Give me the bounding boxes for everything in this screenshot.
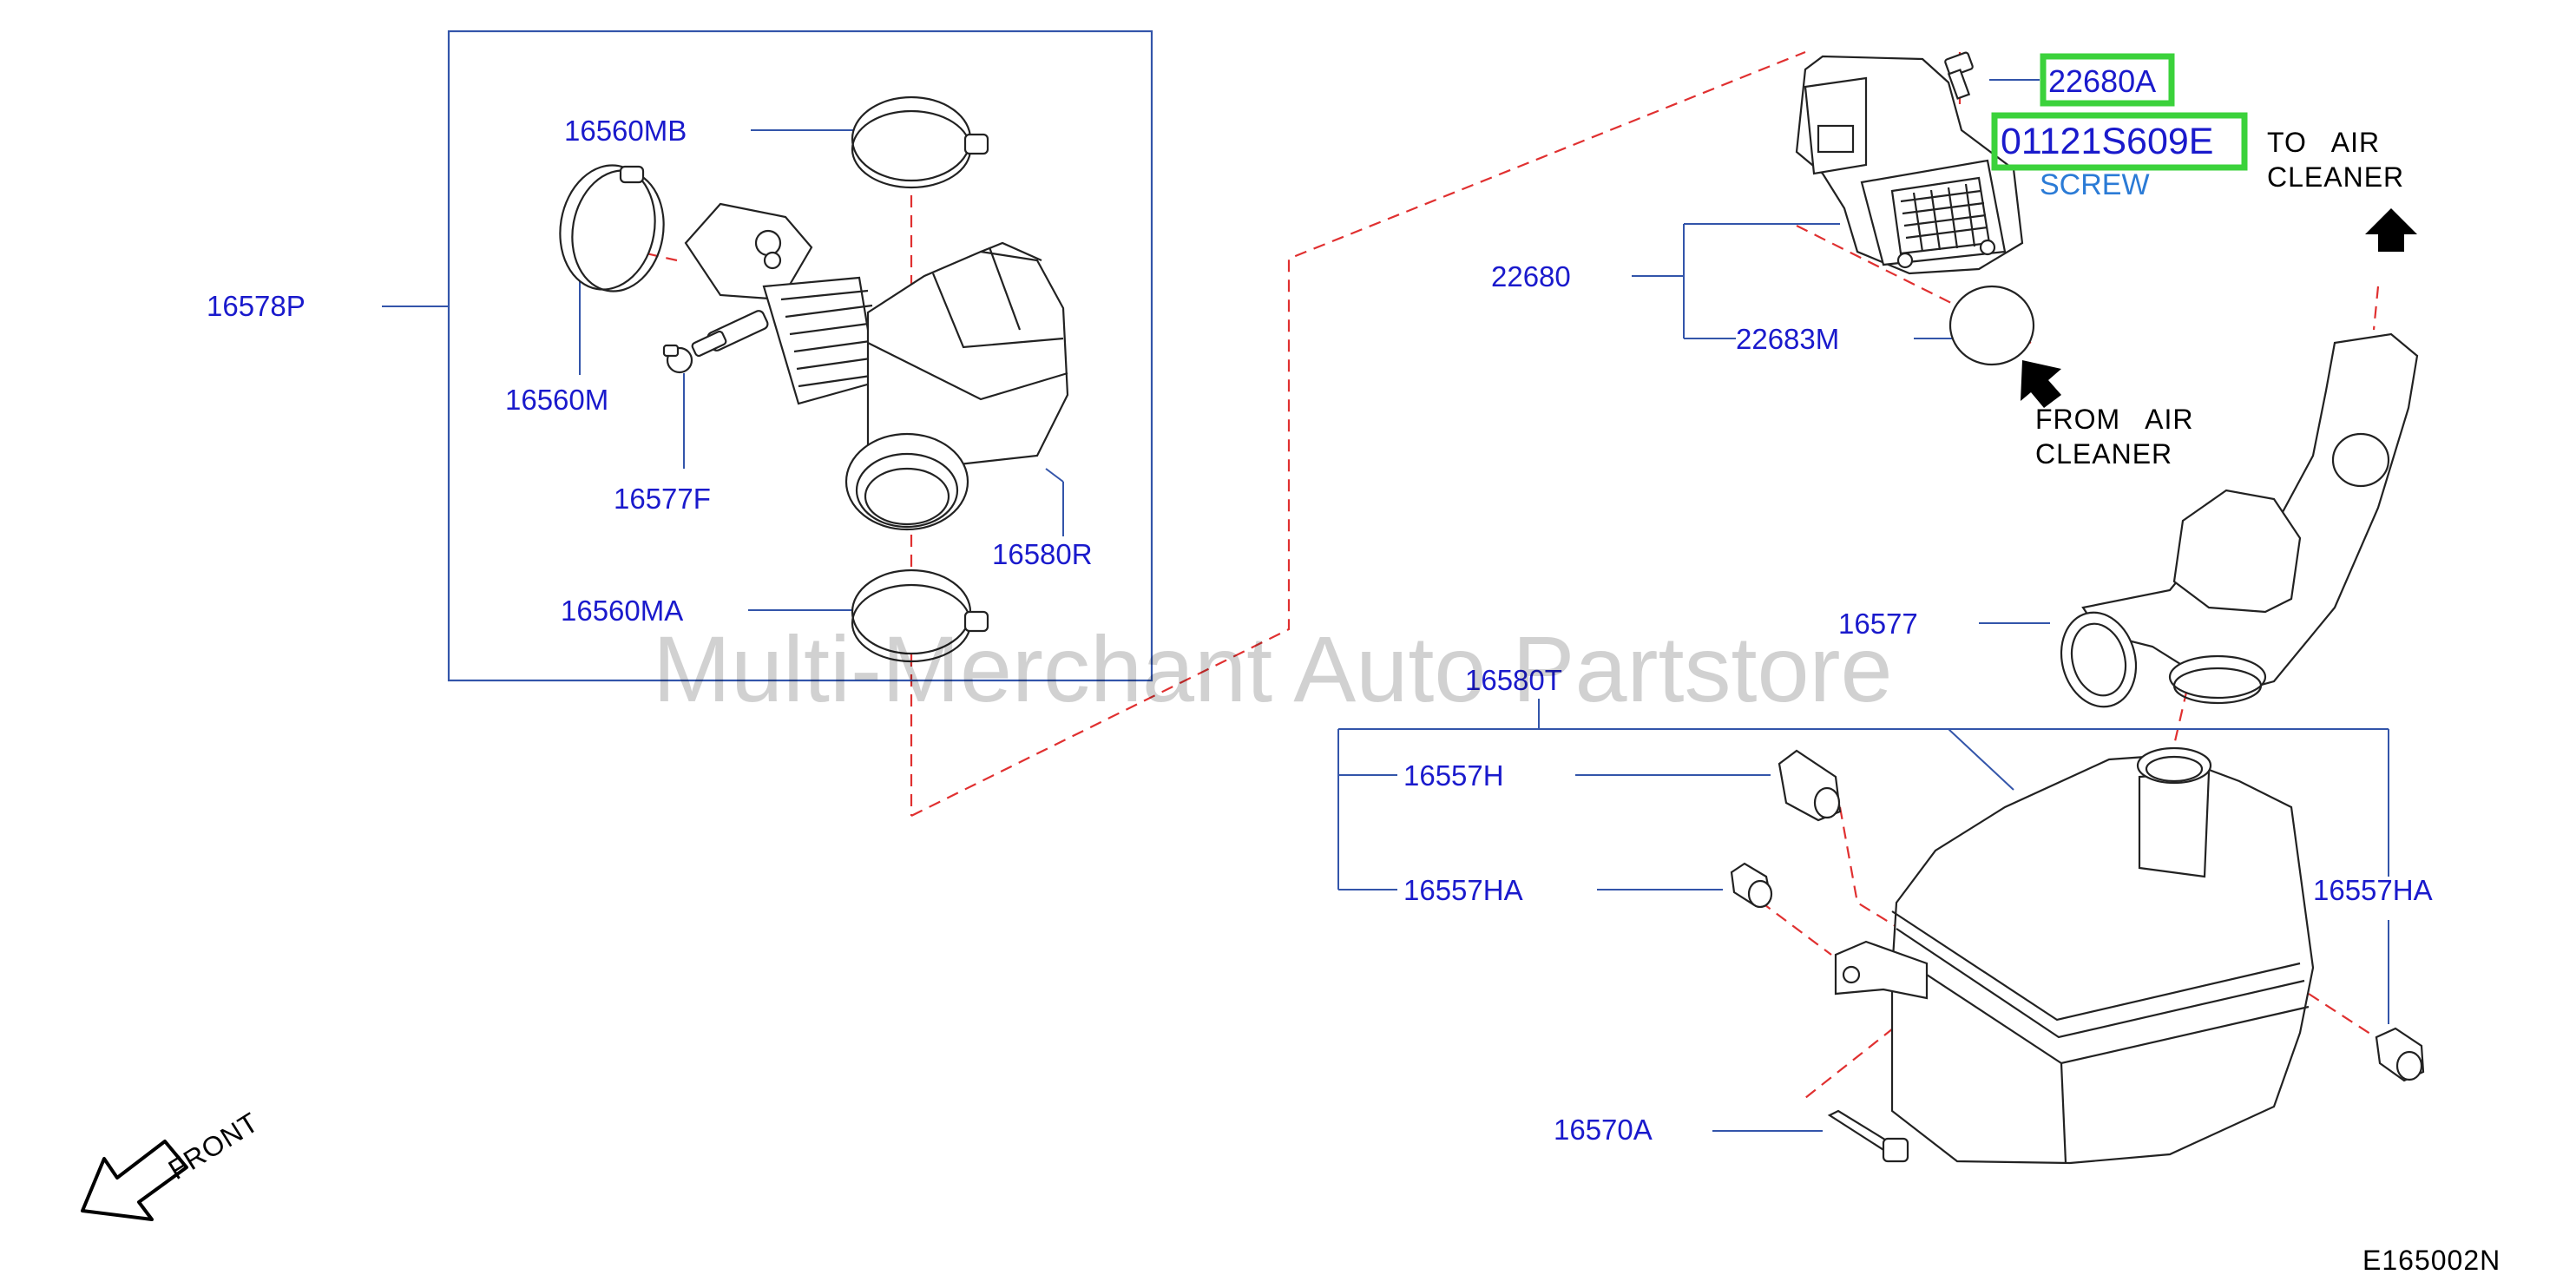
part-label-16570a[interactable]: 16570A [1554, 1114, 1653, 1146]
leader-lines [382, 79, 2389, 1132]
bolt-16570a-drawing [1827, 1109, 1909, 1163]
figure-code: E165002N [2362, 1245, 2500, 1276]
part-label-16557ha-right[interactable]: 16557HA [2313, 874, 2433, 906]
note-to-air-cleaner-line1: TO AIR [2267, 127, 2380, 158]
note-from-air-cleaner-line2: CLEANER [2035, 438, 2172, 470]
note-screw: SCREW [2040, 168, 2150, 201]
front-direction-icon [81, 1140, 188, 1221]
intake-duct-16577-drawing [2060, 332, 2419, 708]
grommet-16557ha-right-drawing [2375, 1027, 2425, 1082]
grommet-16557h-drawing [1778, 749, 1842, 822]
part-label-16577f[interactable]: 16577F [614, 483, 711, 515]
part-label-16580r[interactable]: 16580R [992, 538, 1093, 570]
screw-22680a-drawing [1944, 51, 1974, 100]
part-label-16557h[interactable]: 16557H [1403, 759, 1504, 792]
arrow-from-air-cleaner-icon [2021, 360, 2061, 408]
arrow-to-air-cleaner-icon [2365, 208, 2417, 252]
clamp-16577f-drawing [662, 344, 693, 374]
clamp-16560mb-drawing [851, 95, 989, 189]
resonator-16580r-drawing [844, 241, 1069, 531]
air-cleaner-16580t-drawing [1834, 746, 2315, 1165]
part-label-22683m[interactable]: 22683M [1736, 323, 1839, 355]
part-label-16557ha-left[interactable]: 16557HA [1403, 874, 1523, 906]
watermark: Multi-Merchant Auto Partstore [653, 616, 1893, 721]
part-label-16560m[interactable]: 16560M [505, 384, 608, 416]
part-label-16560mb[interactable]: 16560MB [564, 115, 687, 147]
clamp-16560ma-drawing [851, 568, 989, 663]
note-front: FRONT [163, 1106, 265, 1186]
part-label-16580t[interactable]: 16580T [1465, 664, 1562, 696]
part-label-22680[interactable]: 22680 [1491, 260, 1571, 292]
part-label-22680a[interactable]: 22680A [2048, 63, 2156, 99]
throttle-body-drawing [684, 202, 878, 405]
grommet-16557ha-left-drawing [1730, 862, 1773, 909]
assembly-group-frame [447, 30, 1153, 682]
clamp-16560m-drawing [559, 164, 665, 292]
part-label-16578p[interactable]: 16578P [207, 290, 306, 322]
part-label-16560ma[interactable]: 16560MA [561, 595, 683, 627]
highlight-box-01121s609e [1991, 112, 2248, 171]
part-label-01121s609e[interactable]: 01121S609E [2001, 121, 2214, 162]
note-to-air-cleaner-line2: CLEANER [2267, 161, 2404, 193]
maf-sensor-22680-drawing [1795, 55, 2024, 275]
gasket-22683m-drawing [1948, 285, 2035, 366]
highlight-box-22680a [2040, 53, 2175, 107]
note-from-air-cleaner-line1: FROM AIR [2035, 404, 2193, 435]
part-label-16577[interactable]: 16577 [1838, 608, 1918, 640]
